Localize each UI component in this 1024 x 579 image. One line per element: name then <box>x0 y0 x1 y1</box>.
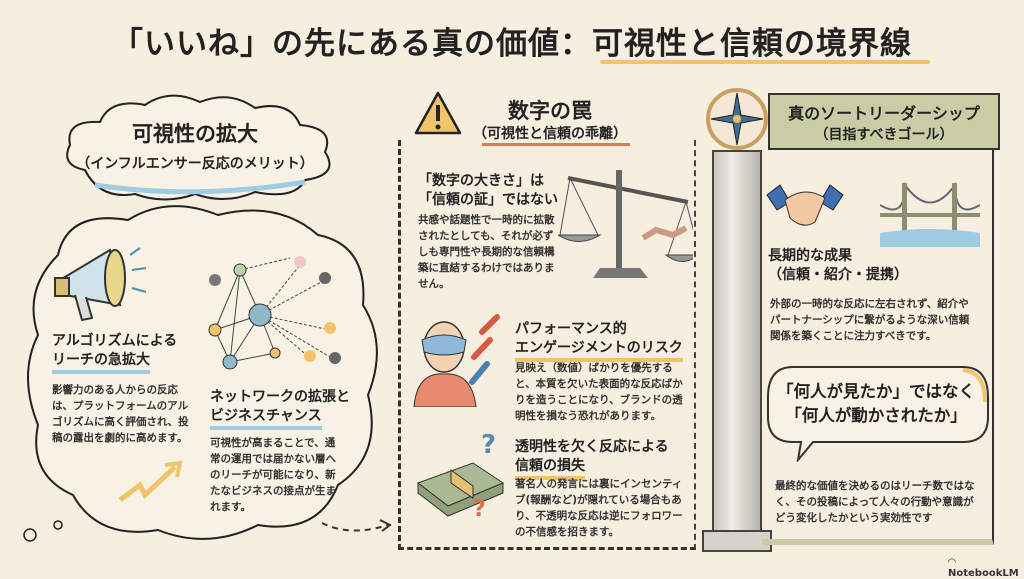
brand-label: NotebookLM <box>948 568 1019 579</box>
svg-text:?: ? <box>481 430 496 460</box>
middle-section-title: 数字の罠 <box>508 99 592 123</box>
warning-icon <box>414 91 462 135</box>
bridge-icon <box>880 181 980 247</box>
right-body: 外部の一時的な反応に左右されず、紹介やパートナーシップに繋がるような深い信頼関係… <box>770 298 970 342</box>
middle-item-3-body: 著名人の発言には裏にインセンティブ(報酬など)が隠れている場合もあり、不透明な反… <box>515 478 683 538</box>
middle-item-3-heading-line2: 信頼の損失 <box>515 457 585 480</box>
quote-text: 「何人が見たか」ではなく 「何人が動かされたか」 <box>765 380 987 428</box>
right-header-box <box>768 93 1000 150</box>
left-section-title: 可視性の拡大 <box>132 122 258 146</box>
left-item-1-body: 影響力のある人からの反応は、プラットフォームのアルゴリズムに高く評価され、投稿の… <box>52 384 189 444</box>
left-item-1-heading: アルゴリズムによる リーチの急拡大 <box>52 332 177 374</box>
title-underline <box>600 60 930 64</box>
notebooklm-brand: ◠ NotebookLM <box>948 557 1024 579</box>
middle-item-3-heading-line1: 透明性を欠く反応による <box>515 439 669 455</box>
right-heading-line1: 長期的な成果 <box>768 248 852 264</box>
right-section-subtitle: （目指すべきゴール） <box>814 127 954 143</box>
money-stack-icon: ? ? <box>416 430 505 520</box>
left-item-2-heading: ネットワークの拡張と ビジネスチャンス <box>210 388 350 430</box>
middle-item-2-heading-line1: パフォーマンス的 <box>515 321 627 337</box>
left-item-2-heading-line1: ネットワークの拡張と <box>210 389 350 405</box>
middle-column-border <box>398 140 696 550</box>
right-heading: 長期的な成果 （信頼・紹介・提携） <box>768 247 908 285</box>
right-heading-line2: （信頼・紹介・提携） <box>768 267 908 283</box>
middle-title-underline <box>482 143 630 146</box>
svg-text:?: ? <box>473 497 486 520</box>
middle-item-1-body: 共感や話題性で一時的に拡散されたとしても、それが必ずしも専門性や長期的な信頼構築… <box>418 214 555 290</box>
cloud-header-shape <box>66 94 331 201</box>
left-item-2-heading-line2: ビジネスチャンス <box>210 407 322 430</box>
left-item-1-heading-line2: リーチの急拡大 <box>52 351 150 374</box>
middle-item-3-heading: 透明性を欠く反応による 信頼の損失 <box>515 438 669 480</box>
middle-item-1-heading-line2: 「信頼の証」ではない <box>418 192 558 208</box>
compass-icon <box>706 88 768 150</box>
quote-line1: 「何人が見たか」ではなく <box>777 382 975 401</box>
left-section-subtitle: （インフルエンサー反応のメリット） <box>76 156 314 172</box>
masked-person-icon <box>413 314 500 407</box>
middle-item-1-heading: 「数字の大きさ」は 「信頼の証」ではない <box>418 172 558 210</box>
middle-item-1-heading-line1: 「数字の大きさ」は <box>418 173 544 189</box>
middle-item-2-heading: パフォーマンス的 エンゲージメントのリスク <box>515 320 683 362</box>
middle-item-2-heading-line2: エンゲージメントのリスク <box>515 339 683 362</box>
dashed-arrow-icon <box>321 519 392 532</box>
handshake-icon <box>766 184 844 226</box>
page-title: 「いいね」の先にある真の価値：可視性と信頼の境界線 <box>112 26 912 62</box>
notebooklm-logo-icon: ◠ <box>948 557 956 568</box>
right-panel-border <box>762 150 994 545</box>
network-icon <box>208 256 341 370</box>
left-item-1-heading-line1: アルゴリズムによる <box>52 333 178 349</box>
pillar <box>712 150 762 540</box>
balance-scale-icon <box>558 170 693 278</box>
middle-section-subtitle: （可視性と信頼の乖離） <box>473 126 627 142</box>
quote-line2: 「何人が動かされたか」 <box>785 406 967 425</box>
left-item-2-body: 可視性が高まることで、通常の運用では届かない層へのリーチが可能になり、新たなビジ… <box>210 437 336 513</box>
growth-arrow-icon <box>118 460 183 502</box>
right-conclusion: 最終的な価値を決めるのはリーチ数ではなく、その投稿によって人々の行動や意識がどう… <box>775 480 975 524</box>
right-section-title: 真のソートリーダーシップ <box>788 104 980 123</box>
middle-item-2-body: 見映え（数値）ばかりを優先すると、本質を欠いた表面的な反応ばかりを造うことになり… <box>515 362 683 422</box>
megaphone-icon <box>54 247 147 322</box>
speech-bubble-shape <box>767 366 989 462</box>
